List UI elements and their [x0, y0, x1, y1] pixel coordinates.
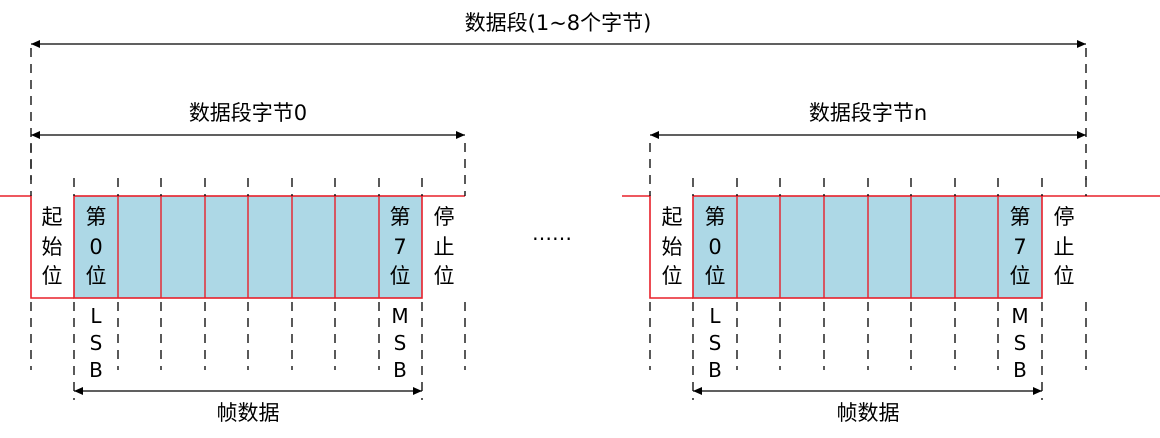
lsb-char: L	[709, 304, 721, 328]
lsb-char: B	[708, 358, 722, 382]
byte0-group: 数据段字节0	[0, 101, 466, 425]
bit0-char: 0	[708, 235, 721, 259]
stop-bit-char: 停	[434, 205, 455, 229]
start-bit-char: 位	[42, 264, 63, 288]
start-bit-char: 始	[662, 235, 683, 259]
byte0-stop-bit: 停 止 位	[434, 205, 455, 288]
start-bit-char: 起	[42, 205, 63, 229]
start-bit-char: 位	[662, 264, 683, 288]
byten-signal-line	[622, 195, 693, 299]
byten-bit0-cell: 第 0 位	[705, 205, 726, 288]
byte0-lsb-label: L S B	[89, 304, 103, 382]
bit7-char: 7	[393, 235, 406, 259]
byte0-bit7-cell: 第 7 位	[390, 205, 411, 288]
msb-char: M	[1011, 304, 1028, 328]
msb-char: M	[391, 304, 408, 328]
ellipsis: ……	[532, 221, 572, 245]
start-bit-char: 起	[662, 205, 683, 229]
bit0-char: 0	[89, 235, 102, 259]
byte0-signal-line	[0, 195, 74, 299]
stop-bit-char: 止	[434, 235, 455, 259]
bit0-char: 位	[705, 264, 726, 288]
segment-label: 数据段(1~8个字节)	[465, 11, 652, 35]
lsb-char: S	[90, 331, 103, 355]
bit7-char: 第	[390, 205, 411, 229]
stop-bit-char: 位	[1054, 264, 1075, 288]
bit7-char: 位	[390, 264, 411, 288]
byten-stop-bit: 停 止 位	[1054, 205, 1075, 288]
byten-group: 数据段字节n	[622, 101, 1160, 425]
msb-char: S	[394, 331, 407, 355]
bit7-char: 7	[1013, 235, 1026, 259]
msb-char: S	[1014, 331, 1027, 355]
msb-char: B	[1013, 358, 1027, 382]
lsb-char: L	[90, 304, 102, 328]
bit0-char: 位	[86, 264, 107, 288]
stop-bit-char: 停	[1054, 205, 1075, 229]
byten-label: 数据段字节n	[809, 101, 927, 125]
bit0-char: 第	[86, 205, 107, 229]
byte0-start-bit: 起 始 位	[42, 205, 63, 288]
byte0-frame-label: 帧数据	[217, 401, 280, 425]
bit0-char: 第	[705, 205, 726, 229]
byte0-msb-label: M S B	[391, 304, 408, 382]
byten-lsb-label: L S B	[708, 304, 722, 382]
stop-bit-char: 止	[1054, 235, 1075, 259]
byte0-bit0-cell: 第 0 位	[86, 205, 107, 288]
byte0-label: 数据段字节0	[189, 101, 307, 125]
start-bit-char: 始	[42, 235, 63, 259]
bit7-char: 位	[1010, 264, 1031, 288]
lsb-char: B	[89, 358, 103, 382]
byten-msb-label: M S B	[1011, 304, 1028, 382]
msb-char: B	[393, 358, 407, 382]
bit7-char: 第	[1010, 205, 1031, 229]
byten-frame-label: 帧数据	[837, 401, 900, 425]
byten-bit7-cell: 第 7 位	[1010, 205, 1031, 288]
stop-bit-char: 位	[434, 264, 455, 288]
byten-start-bit: 起 始 位	[662, 205, 683, 288]
lsb-char: S	[709, 331, 722, 355]
